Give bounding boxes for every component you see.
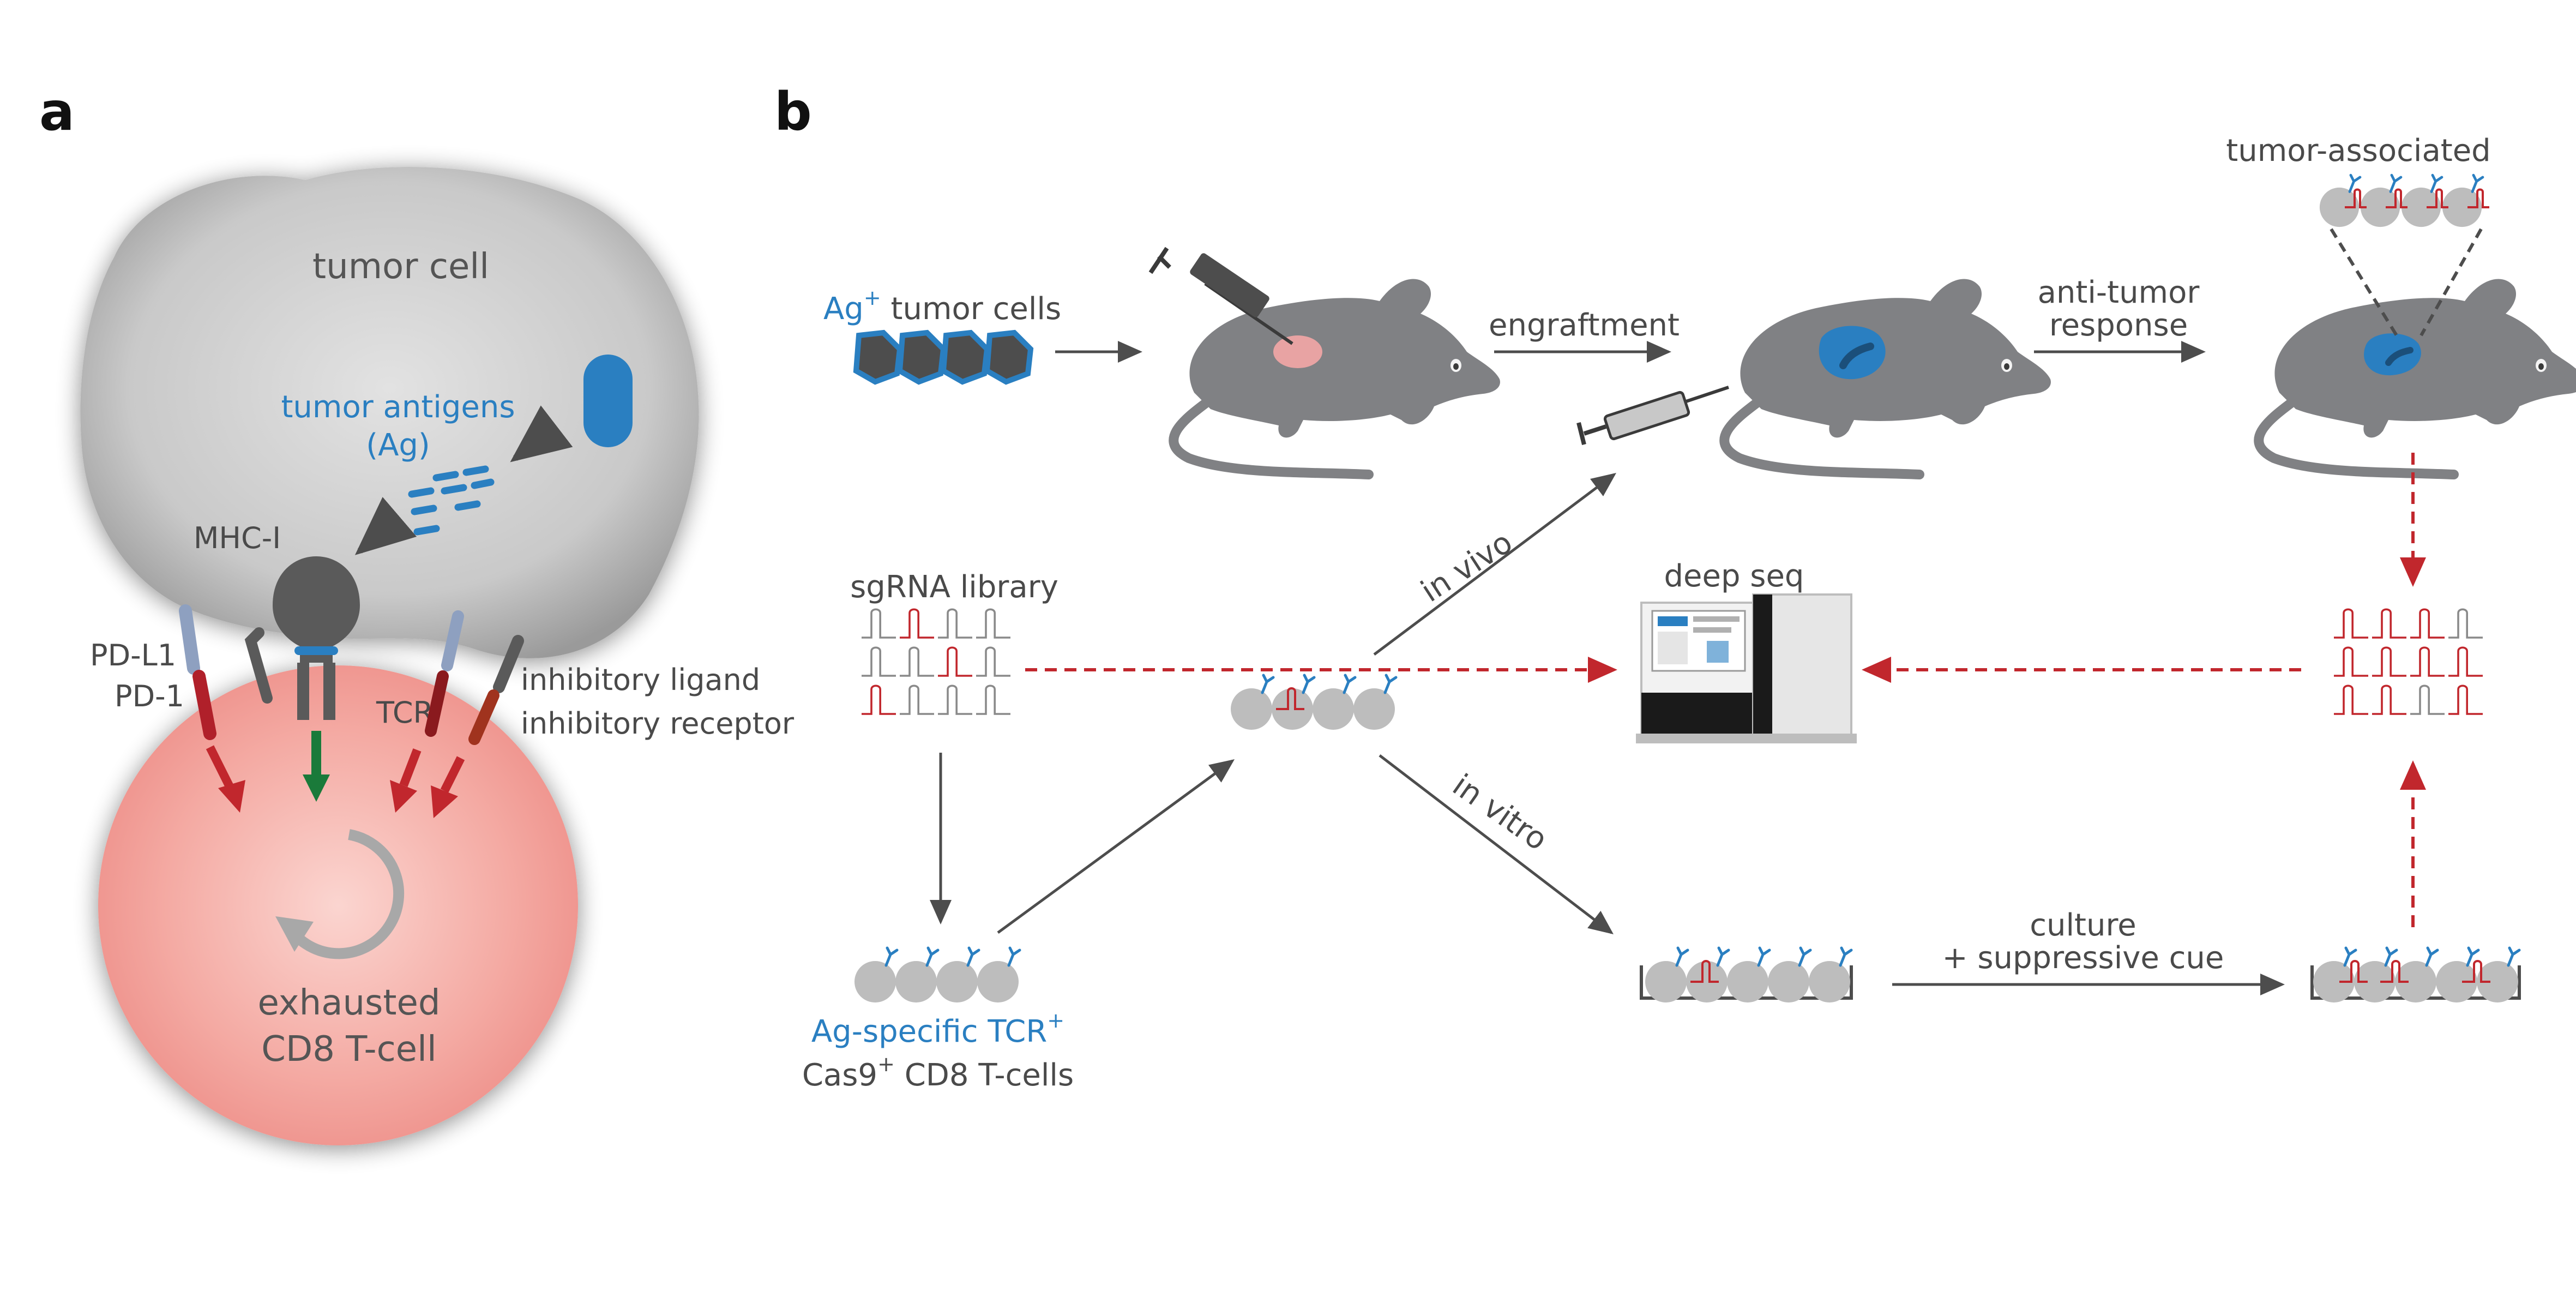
tumor-implant [1273, 335, 1322, 368]
tcr-signal-arrowhead [303, 774, 330, 802]
syringe-2-icon [1576, 386, 1729, 445]
sequencer-icon [1636, 593, 1857, 743]
tumor-cell-body [80, 167, 699, 658]
mouse-1 [1173, 279, 1500, 475]
cas9-prefix: Cas9 [802, 1058, 877, 1093]
t-cell-label-exhausted: exhausted [258, 983, 441, 1023]
inhibitory-signal-arrowhead-2 [431, 785, 458, 818]
ag-tumor-cells-row [853, 329, 1034, 385]
antigen-processing-arrow [510, 405, 573, 463]
inhibitory-receptor-label: inhibitory receptor [521, 706, 795, 741]
panel-a-letter: a [39, 81, 75, 142]
tcells-to-pool-arrow [997, 759, 1235, 934]
sgrna-library-label: sgRNA library [850, 569, 1058, 605]
tumor-antigens-ag-label: (Ag) [366, 428, 430, 463]
mouse-2 [1724, 279, 2051, 475]
pd1-signal-arrowhead [218, 780, 245, 813]
panel-b-letter: b [774, 81, 812, 142]
antigen-fragments [408, 465, 495, 536]
in-vitro-arrow [1379, 754, 1614, 935]
cas9-suffix: CD8 T-cells [895, 1058, 1074, 1093]
tumor-antigens-label: tumor antigens [281, 389, 515, 425]
sgrna-library-icons [860, 608, 1012, 715]
pdl1-pd1-pair [179, 604, 216, 740]
ag-prefix: Ag [823, 291, 864, 327]
inhibitory-signal-arrow-2 [440, 756, 465, 793]
antigen-source-blob [583, 355, 633, 447]
cas9-tcells-label: Cas9+ CD8 T-cells [802, 1052, 1074, 1093]
syringe-1-icon [1148, 247, 1293, 345]
anti-tumor-label: anti-tumor [2038, 275, 2200, 310]
enriched-sgrna-icons [2333, 608, 2484, 715]
t-cell-label-cd8: CD8 T-cell [261, 1029, 436, 1070]
suppressive-cue-label: + suppressive cue [1942, 940, 2224, 976]
ag-specific-t-cells [854, 948, 1020, 1002]
inhibitory-signal-arrow-1 [399, 748, 422, 787]
deep-seq-label: deep seq [1664, 559, 1804, 594]
pdl1-label: PD-L1 [90, 638, 176, 672]
ag-tumor-cells-suffix: tumor cells [881, 291, 1061, 327]
inhibitory-ligand-label: inhibitory ligand [521, 663, 760, 697]
inhibitory-pair-1 [425, 610, 464, 737]
culture-label: culture [2030, 908, 2136, 943]
ag-tumor-cells-label: Ag+ tumor cells [823, 286, 1061, 327]
ag-sup: + [864, 286, 881, 310]
pd1-label: PD-1 [115, 679, 184, 713]
in-vitro-dish [1640, 948, 1853, 1002]
tumor-associated-label: tumor-associated [2226, 133, 2490, 169]
in-vivo-label: in vivo [1415, 525, 1519, 609]
cycle-icon [284, 829, 405, 959]
antigen-loading-arrow [354, 497, 417, 555]
mhc-tcr-complex [244, 556, 360, 720]
zoom-line-right [2419, 228, 2483, 337]
ag-specific-tcr-sup: + [1047, 1008, 1064, 1032]
tcr-label: TCR [376, 695, 434, 730]
cycle-arrowhead-icon [275, 916, 314, 952]
tumor-associated-t-cells [2320, 175, 2489, 227]
exhausted-t-cell [98, 665, 578, 1145]
inhibitory-pair-2 [468, 635, 524, 745]
cas9-sup: + [877, 1052, 895, 1076]
pd1-signal-arrow [206, 745, 236, 793]
in-vitro-label: in vitro [1446, 767, 1554, 857]
mouse-3 [2259, 279, 2576, 475]
engraftment-label: engraftment [1489, 308, 1680, 343]
response-label: response [2049, 308, 2188, 343]
tumor-cell-label: tumor cell [312, 247, 489, 287]
edited-t-cell-pool [1231, 675, 1396, 730]
inhibitory-signal-arrowhead-1 [390, 780, 417, 813]
in-vivo-arrow [1373, 473, 1616, 656]
ag-specific-tcr-label: Ag-specific TCR+ [811, 1008, 1064, 1049]
cultured-dish [2310, 948, 2521, 1002]
ag-specific-tcr-text: Ag-specific TCR [811, 1014, 1047, 1049]
zoom-line-left [2330, 228, 2398, 337]
mhc-label: MHC-I [194, 521, 281, 555]
